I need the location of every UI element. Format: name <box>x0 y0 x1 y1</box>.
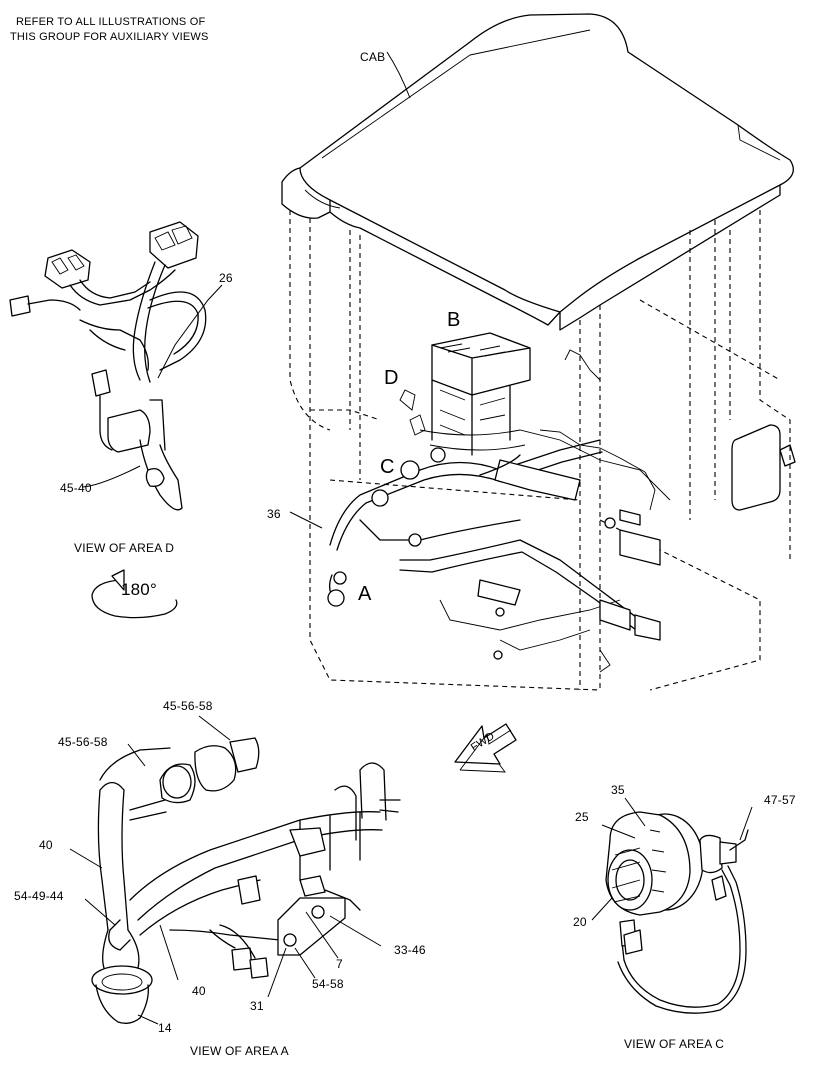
area-a-label: A <box>358 583 372 605</box>
callout-40-lower: 40 <box>192 984 206 998</box>
callout-25: 25 <box>575 810 589 824</box>
callout-31: 31 <box>250 999 264 1013</box>
cab-label: CAB <box>360 50 386 64</box>
callout-20: 20 <box>573 915 587 929</box>
forward-arrow-icon <box>454 723 517 773</box>
callout-7: 7 <box>336 957 343 971</box>
callout-54-49-44: 54-49-44 <box>14 889 64 903</box>
view-area-d-illustration <box>9 221 223 619</box>
cab-main-view <box>281 13 796 691</box>
header-note-line1: REFER TO ALL ILLUSTRATIONS OF <box>16 16 206 28</box>
area-c-label: C <box>380 456 395 478</box>
view-area-c-caption: VIEW OF AREA C <box>624 1037 725 1051</box>
view-area-a-caption: VIEW OF AREA A <box>190 1044 289 1058</box>
callout-40-upper: 40 <box>39 838 53 852</box>
view-area-a-illustration <box>69 715 401 1025</box>
area-d-label: D <box>384 367 399 389</box>
callout-45-40: 45-40 <box>60 481 92 495</box>
callout-35: 35 <box>611 783 625 797</box>
callout-14: 14 <box>158 1021 172 1035</box>
view-area-d-caption: VIEW OF AREA D <box>74 541 175 555</box>
rotation-arrow-icon <box>91 579 178 619</box>
callout-26: 26 <box>219 271 233 285</box>
callout-33-46: 33-46 <box>394 943 426 957</box>
cab-roof <box>299 13 794 313</box>
callout-54-58: 54-58 <box>312 977 344 991</box>
rotation-label: 180° <box>121 580 157 599</box>
area-b-label: B <box>447 309 461 331</box>
header-note-line2: THIS GROUP FOR AUXILIARY VIEWS <box>10 31 209 43</box>
callout-45-56-58-top: 45-56-58 <box>163 699 213 713</box>
callout-36: 36 <box>267 507 281 521</box>
view-area-c-illustration <box>591 797 753 1014</box>
callout-45-56-58-left: 45-56-58 <box>58 735 108 749</box>
callout-47-57: 47-57 <box>764 793 796 807</box>
